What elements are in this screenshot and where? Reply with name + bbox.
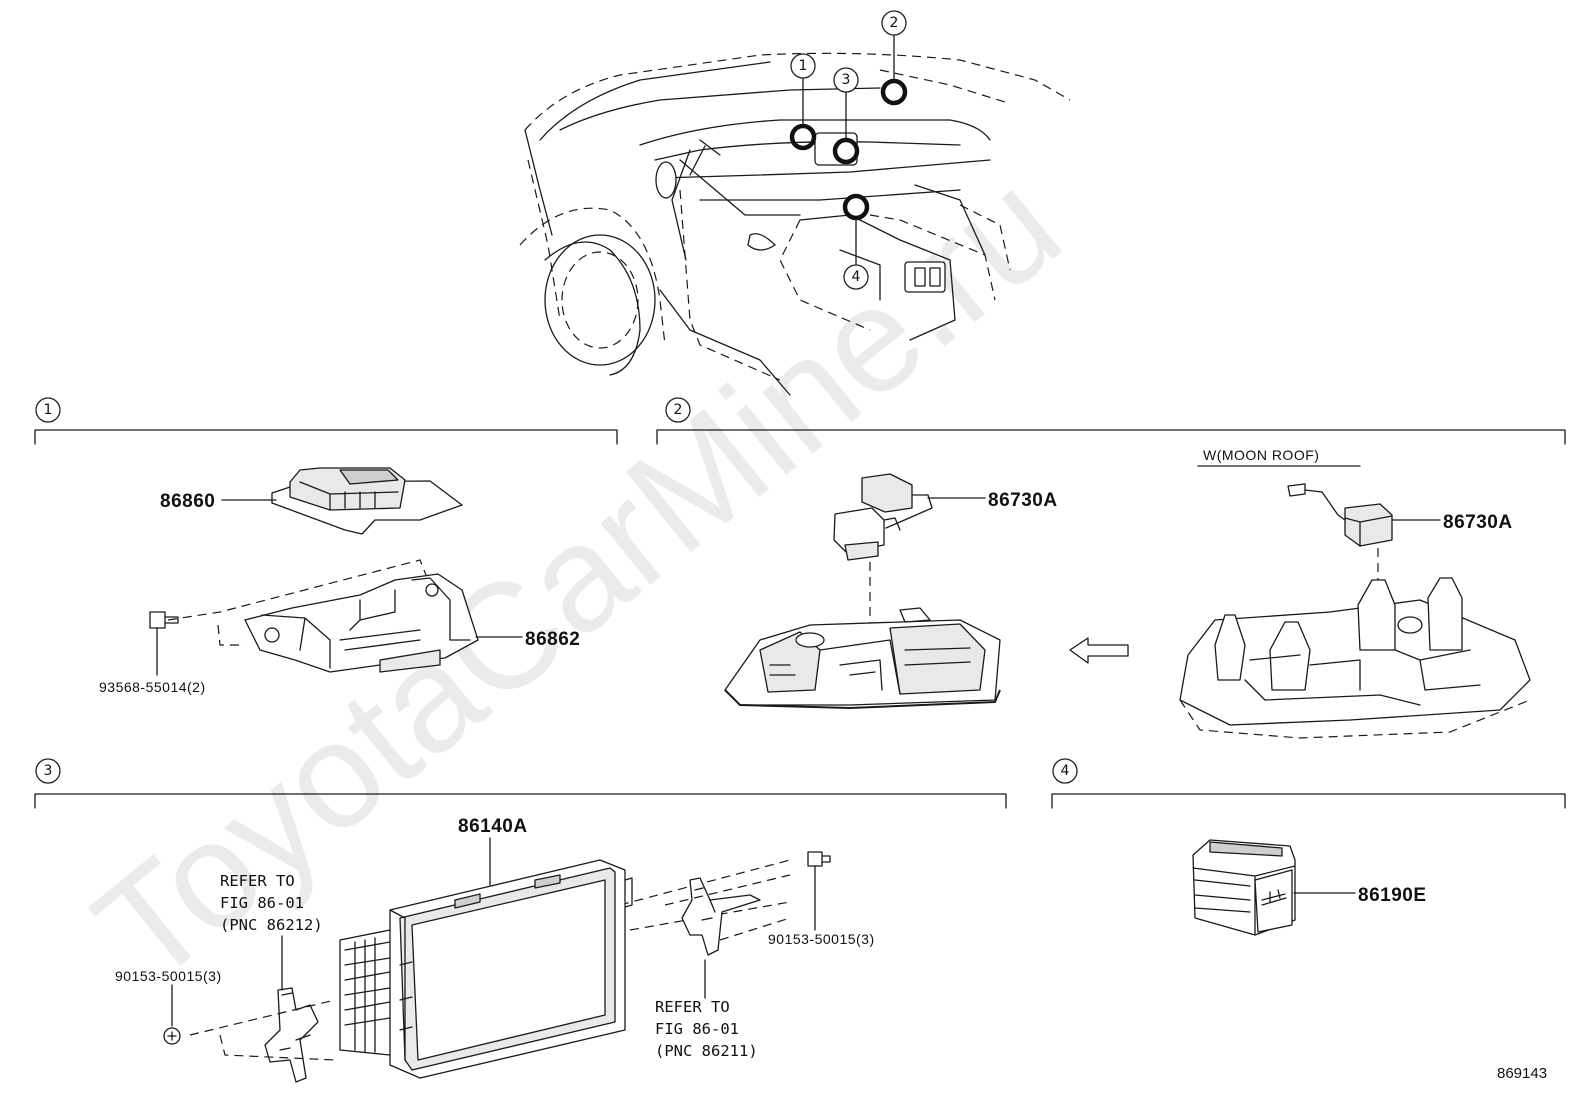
part-number-86190E: 86190E <box>1358 885 1427 906</box>
callout-bubble-2: 2 <box>881 10 907 36</box>
part-number-90153-50015-right: 90153-50015(3) <box>768 931 875 947</box>
section-4: 4 86190E <box>1051 758 1566 936</box>
section-2-badge: 2 <box>665 397 691 423</box>
refer-note-left: REFER TO FIG 86-01 (PNC 86212) <box>220 872 323 991</box>
callout-bubble-3: 3 <box>833 67 859 93</box>
svg-text:3: 3 <box>842 72 851 88</box>
variant-label-moon-roof: W(MOON ROOF) <box>1203 447 1319 463</box>
usb-port-86190E <box>1192 839 1296 936</box>
svg-text:1: 1 <box>799 58 808 74</box>
section-2-bracket-line <box>656 429 1566 445</box>
display-bracket-right <box>664 874 791 956</box>
part-number-86730A-left: 86730A <box>988 490 1058 511</box>
svg-text:REFER TO: REFER TO <box>655 998 730 1016</box>
svg-text:2: 2 <box>674 402 683 418</box>
svg-text:REFER TO: REFER TO <box>220 872 295 890</box>
section-1-badge: 1 <box>35 397 61 423</box>
section-3: 3 86140A <box>34 758 1007 1083</box>
callout-bubble-1: 1 <box>790 53 816 79</box>
section-3-bracket-line <box>34 793 1007 809</box>
part-number-93568-55014: 93568-55014(2) <box>99 679 206 695</box>
part-number-86860: 86860 <box>160 491 215 512</box>
location-markers: 1 3 2 4 <box>789 10 908 290</box>
svg-text:FIG 86-01: FIG 86-01 <box>655 1020 739 1038</box>
display-unit-86140A <box>339 859 791 1079</box>
svg-text:(PNC 86211): (PNC 86211) <box>655 1042 758 1060</box>
section-4-badge: 4 <box>1052 758 1078 784</box>
display-bracket-left <box>189 987 336 1083</box>
usb-icon <box>1261 897 1287 906</box>
svg-text:FIG 86-01: FIG 86-01 <box>220 894 304 912</box>
microphone-module-left <box>833 473 933 561</box>
microphone-module-right <box>1287 483 1393 547</box>
mounting-bracket-86862 <box>167 559 479 673</box>
ecu-module-86860 <box>271 467 463 535</box>
section-4-bracket-line <box>1051 793 1566 809</box>
section-3-badge: 3 <box>35 758 61 784</box>
location-marker-1 <box>789 123 817 151</box>
part-number-90153-50015-left: 90153-50015(3) <box>115 968 222 984</box>
refer-note-right: REFER TO FIG 86-01 (PNC 86211) <box>655 959 758 1060</box>
svg-text:4: 4 <box>1061 763 1070 779</box>
screw-90153-50015-right <box>807 851 831 931</box>
overhead-console-right <box>1179 577 1531 739</box>
svg-text:1: 1 <box>44 402 53 418</box>
direction-arrow-icon <box>1069 637 1129 664</box>
vehicle-interior-overview <box>519 52 1071 396</box>
part-number-86862: 86862 <box>525 629 580 650</box>
figure-number: 869143 <box>1497 1065 1547 1082</box>
callout-bubble-4: 4 <box>843 264 869 290</box>
svg-text:3: 3 <box>44 763 53 779</box>
screw-93568-55014 <box>149 611 179 676</box>
svg-text:(PNC 86212): (PNC 86212) <box>220 916 323 934</box>
overhead-console-left <box>724 607 1001 709</box>
section-2: 2 86730A W(MOON ROOF) <box>656 397 1566 739</box>
section-1-bracket-line <box>34 429 618 445</box>
part-number-86140A: 86140A <box>458 816 528 837</box>
section-1: 1 86860 86862 <box>34 397 618 695</box>
screw-90153-50015-left <box>163 984 181 1045</box>
location-marker-4 <box>842 193 870 221</box>
svg-text:2: 2 <box>890 15 899 31</box>
part-number-86730A-right: 86730A <box>1443 512 1513 533</box>
location-marker-2 <box>880 78 908 106</box>
svg-text:4: 4 <box>852 269 861 285</box>
